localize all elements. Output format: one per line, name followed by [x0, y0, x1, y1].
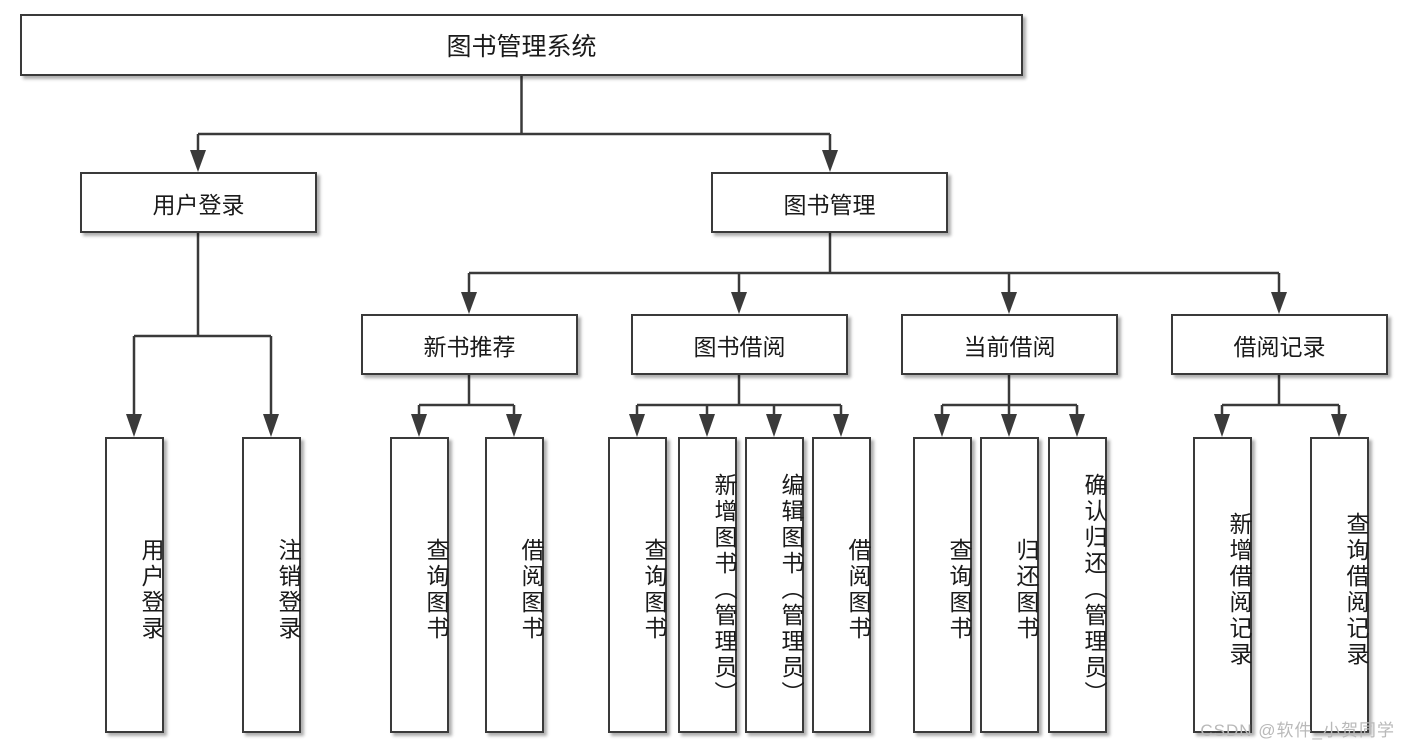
arrow-newbook-leaf-2: [506, 414, 522, 437]
node-book-borrow-label: 图书借阅: [693, 333, 786, 360]
leaf-current-borrow-confirm-label: 确认归还（管理员）: [1081, 473, 1107, 707]
node-book-management[interactable]: 图书管理: [711, 172, 948, 233]
arrow-currentborrow-leaf-3: [1069, 414, 1085, 437]
leaf-current-borrow-return-label: 归还图书: [1013, 538, 1039, 642]
node-root[interactable]: 图书管理系统: [20, 14, 1023, 76]
arrow-root-to-book-mgmt: [822, 150, 838, 172]
arrow-currentborrow-leaf-2: [1001, 414, 1017, 437]
leaf-current-borrow-query-label: 查询图书: [946, 538, 972, 642]
arrow-newbook-leaf-1: [411, 414, 427, 437]
arrow-bookborrow-leaf-1: [629, 414, 645, 437]
leaf-book-borrow-borrow[interactable]: 借阅图书: [812, 437, 871, 733]
node-new-book-recommend-label: 新书推荐: [423, 333, 516, 360]
arrow-bookmgmt-to-new-book: [461, 292, 477, 314]
leaf-new-book-query-label: 查询图书: [423, 538, 449, 642]
leaf-borrow-record-query[interactable]: 查询借阅记录: [1310, 437, 1369, 733]
node-current-borrow-label: 当前借阅: [963, 333, 1056, 360]
leaf-book-borrow-edit[interactable]: 编辑图书（管理员）: [745, 437, 804, 733]
leaf-new-book-borrow[interactable]: 借阅图书: [485, 437, 544, 733]
node-book-borrow[interactable]: 图书借阅: [631, 314, 848, 375]
node-current-borrow[interactable]: 当前借阅: [901, 314, 1118, 375]
leaf-new-book-borrow-label: 借阅图书: [518, 538, 544, 642]
leaf-borrow-record-add[interactable]: 新增借阅记录: [1193, 437, 1252, 733]
arrow-bookborrow-leaf-4: [833, 414, 849, 437]
node-user-login-label: 用户登录: [152, 191, 245, 218]
leaf-book-borrow-query[interactable]: 查询图书: [608, 437, 667, 733]
arrow-borrowrecord-leaf-1: [1214, 414, 1230, 437]
leaf-borrow-record-query-label: 查询借阅记录: [1343, 512, 1369, 668]
arrow-borrowrecord-leaf-2: [1331, 414, 1347, 437]
node-borrow-record[interactable]: 借阅记录: [1171, 314, 1388, 375]
leaf-new-book-query[interactable]: 查询图书: [390, 437, 449, 733]
arrow-bookborrow-leaf-2: [699, 414, 715, 437]
leaf-current-borrow-return[interactable]: 归还图书: [980, 437, 1039, 733]
leaf-book-borrow-add-label: 新增图书（管理员）: [711, 473, 737, 707]
node-book-management-label: 图书管理: [783, 191, 876, 218]
arrow-userlogin-leaf-2: [263, 414, 279, 437]
leaf-book-borrow-add[interactable]: 新增图书（管理员）: [678, 437, 737, 733]
node-root-label: 图书管理系统: [446, 33, 597, 61]
leaf-book-borrow-query-label: 查询图书: [641, 538, 667, 642]
arrow-bookmgmt-to-borrow-record: [1271, 292, 1287, 314]
arrow-root-to-user-login: [190, 150, 206, 172]
arrow-bookmgmt-to-current-borrow: [1001, 292, 1017, 314]
arrow-bookborrow-leaf-3: [766, 414, 782, 437]
node-user-login[interactable]: 用户登录: [80, 172, 317, 233]
leaf-book-borrow-edit-label: 编辑图书（管理员）: [778, 473, 804, 707]
leaf-user-login-login[interactable]: 用户登录: [105, 437, 164, 733]
arrow-currentborrow-leaf-1: [934, 414, 950, 437]
leaf-borrow-record-add-label: 新增借阅记录: [1226, 512, 1252, 668]
leaf-user-login-logout-label: 注销登录: [275, 538, 301, 642]
leaf-current-borrow-confirm[interactable]: 确认归还（管理员）: [1048, 437, 1107, 733]
node-new-book-recommend[interactable]: 新书推荐: [361, 314, 578, 375]
leaf-book-borrow-borrow-label: 借阅图书: [845, 538, 871, 642]
arrow-userlogin-leaf-1: [126, 414, 142, 437]
arrow-bookmgmt-to-book-borrow: [731, 292, 747, 314]
watermark: CSDN @软件_小贺同学: [1200, 721, 1395, 740]
leaf-current-borrow-query[interactable]: 查询图书: [913, 437, 972, 733]
node-borrow-record-label: 借阅记录: [1233, 333, 1326, 360]
leaf-user-login-login-label: 用户登录: [138, 538, 164, 642]
leaf-user-login-logout[interactable]: 注销登录: [242, 437, 301, 733]
